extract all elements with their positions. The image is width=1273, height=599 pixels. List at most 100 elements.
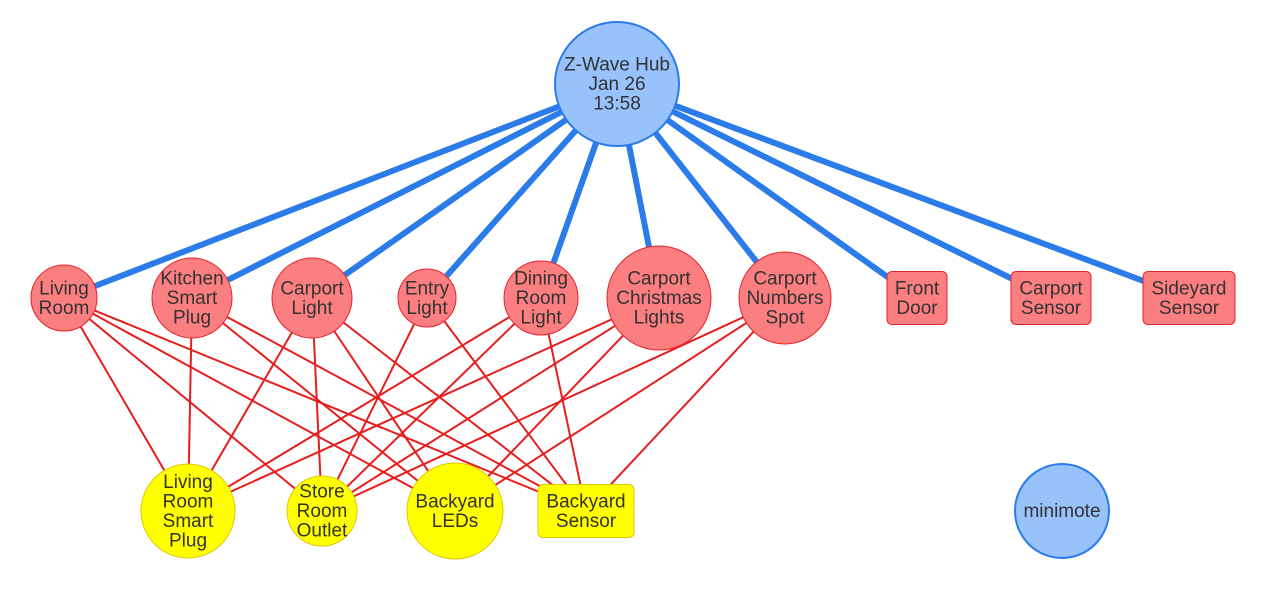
- node-circle: [554, 21, 680, 147]
- node-circle: [30, 264, 98, 332]
- node-circle: [140, 463, 236, 559]
- edge-carport-christmas-lights-to-living-room-smart-plug: [187, 297, 660, 512]
- node-label-line: Z-Wave Hub: [564, 54, 670, 75]
- node-circle: [406, 462, 504, 560]
- node-circle: [151, 257, 233, 339]
- node-minimote[interactable]: minimote: [1014, 463, 1110, 559]
- edge-kitchen-smart-plug-to-backyard-sensor: [191, 297, 587, 512]
- node-label-line: Numbers: [746, 288, 823, 309]
- edge-carport-numbers-spot-to-store-room-outlet: [321, 297, 786, 512]
- node-label-line: Spot: [765, 307, 805, 328]
- node-label-line: Room: [516, 288, 567, 309]
- node-label-line: Front: [895, 278, 940, 299]
- node-label-line: Room: [163, 491, 214, 512]
- node-label-line: Room: [39, 297, 90, 318]
- node-label-line: 13:58: [593, 93, 641, 114]
- node-label-line: Light: [520, 307, 562, 328]
- node-label-line: Outlet: [297, 520, 348, 541]
- edge-entry-light-to-backyard-sensor: [426, 297, 587, 512]
- node-label-line: Plug: [169, 530, 207, 551]
- node-label-line: Living: [39, 278, 89, 299]
- node-label-line: Light: [406, 297, 448, 318]
- edge-carport-light-to-backyard-sensor: [311, 297, 587, 512]
- node-label-line: Christmas: [616, 288, 702, 309]
- edge-hub-to-living-room: [62, 81, 619, 301]
- node-circle: [271, 257, 353, 339]
- node-box: [1142, 271, 1236, 325]
- node-label-line: Sensor: [1021, 297, 1082, 318]
- node-label-line: Smart: [163, 510, 214, 531]
- node-label-line: Kitchen: [160, 268, 223, 289]
- node-label-line: Carport: [1019, 278, 1083, 299]
- node-label-line: Entry: [405, 278, 450, 299]
- node-box: [537, 484, 635, 538]
- node-box: [886, 271, 948, 325]
- edge-entry-light-to-store-room-outlet: [321, 297, 428, 512]
- node-label-line: Carport: [280, 278, 344, 299]
- edge-dining-room-light-to-living-room-smart-plug: [187, 297, 542, 512]
- node-label-line: Carport: [753, 268, 817, 289]
- node-label-line: Plug: [173, 307, 211, 328]
- node-label-line: Smart: [167, 288, 218, 309]
- node-label: minimote: [1023, 501, 1100, 522]
- node-circle: [503, 260, 579, 336]
- node-circle: [397, 268, 457, 328]
- edge-hub-to-carport-sensor: [615, 81, 1053, 301]
- node-label-line: Lights: [634, 307, 685, 328]
- node-label-line: Sideyard: [1152, 278, 1227, 299]
- node-label-line: Living: [163, 471, 213, 492]
- node-circle: [286, 475, 358, 547]
- edge-hub-to-kitchen-smart-plug: [190, 81, 619, 301]
- node-label-line: Jan 26: [588, 74, 645, 95]
- node-label-line: LEDs: [432, 510, 478, 531]
- node-circle: [738, 251, 832, 345]
- node-label-line: Store: [299, 481, 344, 502]
- edge-carport-numbers-spot-to-backyard-sensor: [585, 297, 786, 512]
- node-circle: [606, 245, 712, 351]
- edge-dining-room-light-to-store-room-outlet: [321, 297, 542, 512]
- node-label-line: Backyard: [546, 491, 625, 512]
- node-box: [1010, 271, 1092, 325]
- node-label-line: Door: [896, 297, 938, 318]
- node-label-line: minimote: [1023, 501, 1100, 522]
- edge-carport-numbers-spot-to-backyard-leds: [454, 297, 786, 512]
- edge-kitchen-smart-plug-to-backyard-leds: [191, 297, 456, 512]
- node-label-line: Light: [291, 297, 333, 318]
- edge-carport-christmas-lights-to-store-room-outlet: [321, 297, 660, 512]
- node-label-line: Backyard: [415, 491, 494, 512]
- edge-living-room-to-backyard-leds: [63, 297, 456, 512]
- node-label-line: Sensor: [1159, 297, 1220, 318]
- edge-living-room-to-store-room-outlet: [63, 297, 323, 512]
